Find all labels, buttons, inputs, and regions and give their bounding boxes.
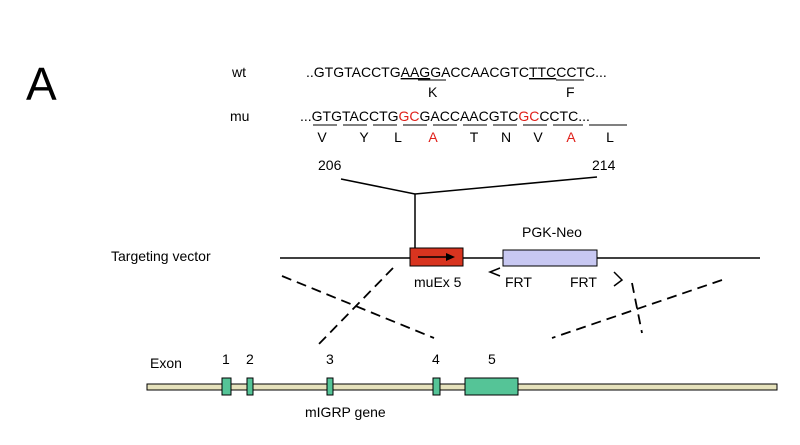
crossover-right-line-1 [551,279,723,339]
exon-4 [432,377,441,396]
mu-aa-4: A [428,129,438,145]
exon-4-number: 4 [432,351,440,367]
sequence-connector [340,176,598,248]
wt-aa-1: K [428,84,438,100]
frt-2-arrowhead [613,271,624,287]
wt-seq-suffix: CCTC... [556,64,607,80]
recombination-crossover [281,267,723,346]
crossover-left-line-2 [317,267,394,346]
frt-1-arrowhead [487,267,501,277]
gene-line [146,383,778,391]
connector-right [414,176,598,195]
exon-5 [464,377,519,396]
wt-aa-2: F [566,84,575,100]
mu-codon-1: GC [399,108,420,124]
exon-3-number: 3 [326,351,334,367]
exon-1 [221,377,232,396]
exon-row-label: Exon [150,355,182,371]
frt-1-label: FRT [505,274,532,290]
mu-aa-1: V [317,129,327,145]
wt-seq-middle: GACCAACGTC [430,64,529,80]
exon-2-number: 2 [246,351,254,367]
mu-aa-3: L [394,129,402,145]
pgk-neo-box [502,249,598,267]
mu-amino-acids: V Y L A T N V A L [317,129,614,145]
position-end: 214 [592,157,616,173]
exon-arrow-head [446,253,455,261]
mu-aa-2: Y [359,129,369,145]
exon-5-number: 5 [488,351,496,367]
exon-1-number: 1 [222,351,230,367]
crossover-left-line-1 [281,275,435,339]
connector-left [340,178,416,195]
wt-codon-1: AAG [401,64,431,80]
wt-codon-2: TTC [529,64,556,80]
panel-label: A [26,58,57,110]
wt-sequence: ..GTGTACCTGAAGGACCAACGTCTTCCCTC... [306,64,607,80]
mu-sequence: ...GTGTACCTGGCGACCAACGTCGCCCTC... [300,108,590,124]
mu-aa-7: V [533,129,543,145]
mutant-exon-label: muEx 5 [414,274,462,290]
targeting-vector-label: Targeting vector [111,248,211,264]
pgk-neo-label: PGK-Neo [522,224,582,240]
mu-seq-suffix: CCTC... [539,108,590,124]
wt-seq-prefix: ..GTGTACCTG [306,64,401,80]
frt-2-label: FRT [570,274,597,290]
wt-label: wt [231,64,246,80]
mu-seq-middle: GACCAACGTC [420,108,519,124]
mu-label: mu [230,108,249,124]
mu-aa-5: T [470,129,479,145]
mu-aa-6: N [501,129,511,145]
mu-seq-prefix: ...GTGTACCTG [300,108,399,124]
mu-aa-9: L [606,129,614,145]
position-start: 206 [318,157,342,173]
crossover-right-line-2 [631,282,643,334]
exon-3 [326,377,334,396]
exon-2 [246,377,254,396]
mu-codon-2: GC [518,108,539,124]
mu-aa-8: A [566,129,576,145]
gene-name: mIGRP gene [305,404,386,420]
